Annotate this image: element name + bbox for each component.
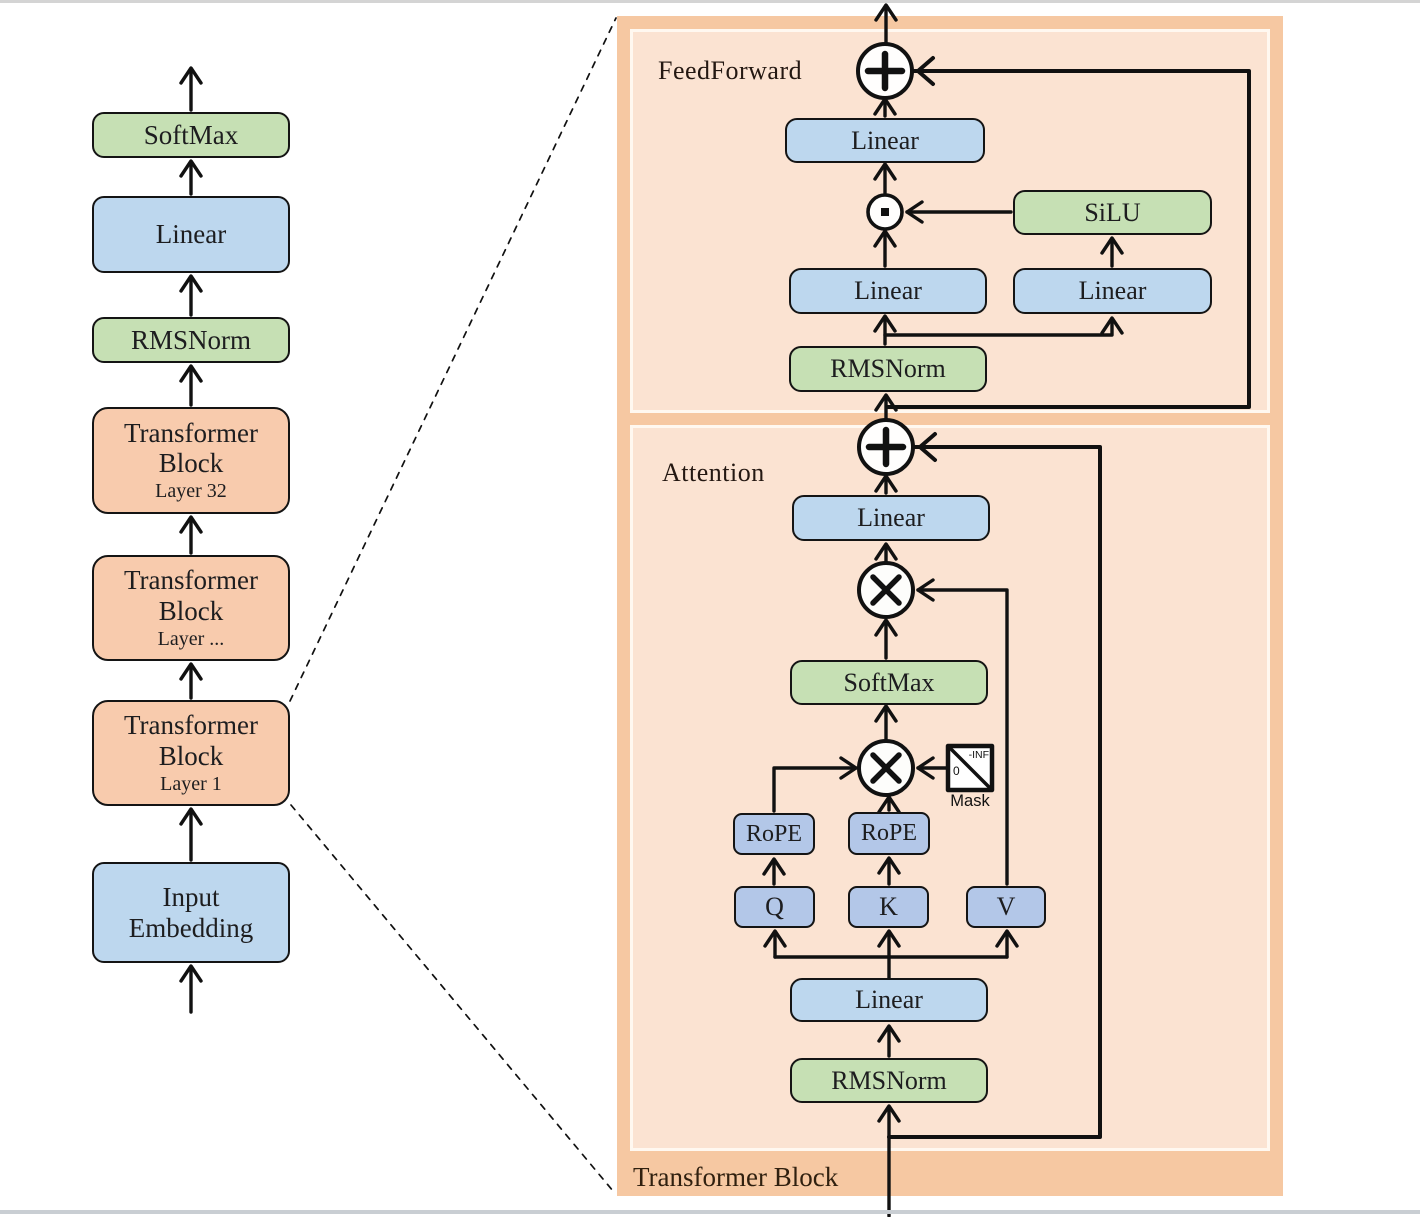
- attn-rope-q: RoPE: [733, 813, 815, 855]
- ff-output-linear: Linear: [785, 118, 985, 163]
- bottom-divider: [0, 1210, 1420, 1214]
- block-label-line1: Transformer: [124, 565, 258, 596]
- attn-v: V: [966, 886, 1046, 928]
- pipeline-rmsnorm: RMSNorm: [92, 317, 290, 363]
- add-op-feedforward: [856, 42, 914, 100]
- ff-gate-linear: Linear: [789, 268, 987, 314]
- pipeline-softmax: SoftMax: [92, 112, 290, 158]
- zoom-guide-lines: [289, 17, 617, 1192]
- causal-mask-icon: [945, 743, 995, 793]
- block-layer-sublabel: Layer 32: [155, 480, 227, 503]
- attn-q: Q: [734, 886, 815, 928]
- mask-zero-value: 0: [953, 764, 960, 778]
- matmul-op-scores-v: [857, 561, 915, 619]
- ff-up-linear: Linear: [1013, 268, 1212, 314]
- attn-output-linear: Linear: [792, 495, 990, 541]
- attention-residual-arrow: [887, 432, 1102, 1139]
- pipeline-linear: Linear: [92, 196, 290, 273]
- attn-rmsnorm: RMSNorm: [790, 1058, 988, 1103]
- transformer-block-title: Transformer Block: [633, 1162, 839, 1192]
- pipeline-arrows: [179, 66, 203, 1014]
- pipeline-input-embedding: Input Embedding: [92, 862, 290, 963]
- feedforward-label: FeedForward: [658, 56, 803, 85]
- pipeline-transformer-block-mid: Transformer Block Layer ...: [92, 555, 290, 661]
- attn-k: K: [848, 886, 929, 928]
- pipeline-transformer-block-32: Transformer Block Layer 32: [92, 407, 290, 514]
- attention-label: Attention: [662, 458, 765, 487]
- attn-softmax: SoftMax: [790, 660, 988, 705]
- block-layer-sublabel: Layer ...: [157, 627, 225, 650]
- mask-neg-inf-value: -INF: [968, 749, 989, 761]
- add-op-attention: [857, 418, 915, 476]
- ff-rmsnorm: RMSNorm: [789, 346, 987, 392]
- attention-arrows: [762, 474, 1019, 1217]
- block-label-line2: Block: [158, 448, 224, 478]
- feedforward-arrows: [873, 3, 1124, 421]
- elementwise-product-op: [866, 193, 904, 231]
- mask-caption: Mask: [950, 792, 990, 810]
- feedforward-residual-arrow: [886, 56, 1251, 409]
- attn-rope-k: RoPE: [848, 812, 930, 855]
- top-divider: [0, 0, 1420, 3]
- block-label-line1: Transformer: [124, 417, 258, 448]
- block-layer-sublabel: Layer 1: [160, 772, 222, 795]
- ff-silu: SiLU: [1013, 190, 1212, 235]
- block-label-line2: Block: [158, 595, 224, 626]
- block-label-line2: Block: [158, 740, 224, 771]
- block-label-line2: Embedding: [128, 912, 254, 943]
- attn-qkv-linear: Linear: [790, 978, 988, 1022]
- block-label-line1: Input: [162, 882, 220, 913]
- block-label-line1: Transformer: [124, 710, 258, 741]
- pipeline-transformer-block-1: Transformer Block Layer 1: [92, 700, 290, 806]
- matmul-op-q-k: [857, 739, 915, 797]
